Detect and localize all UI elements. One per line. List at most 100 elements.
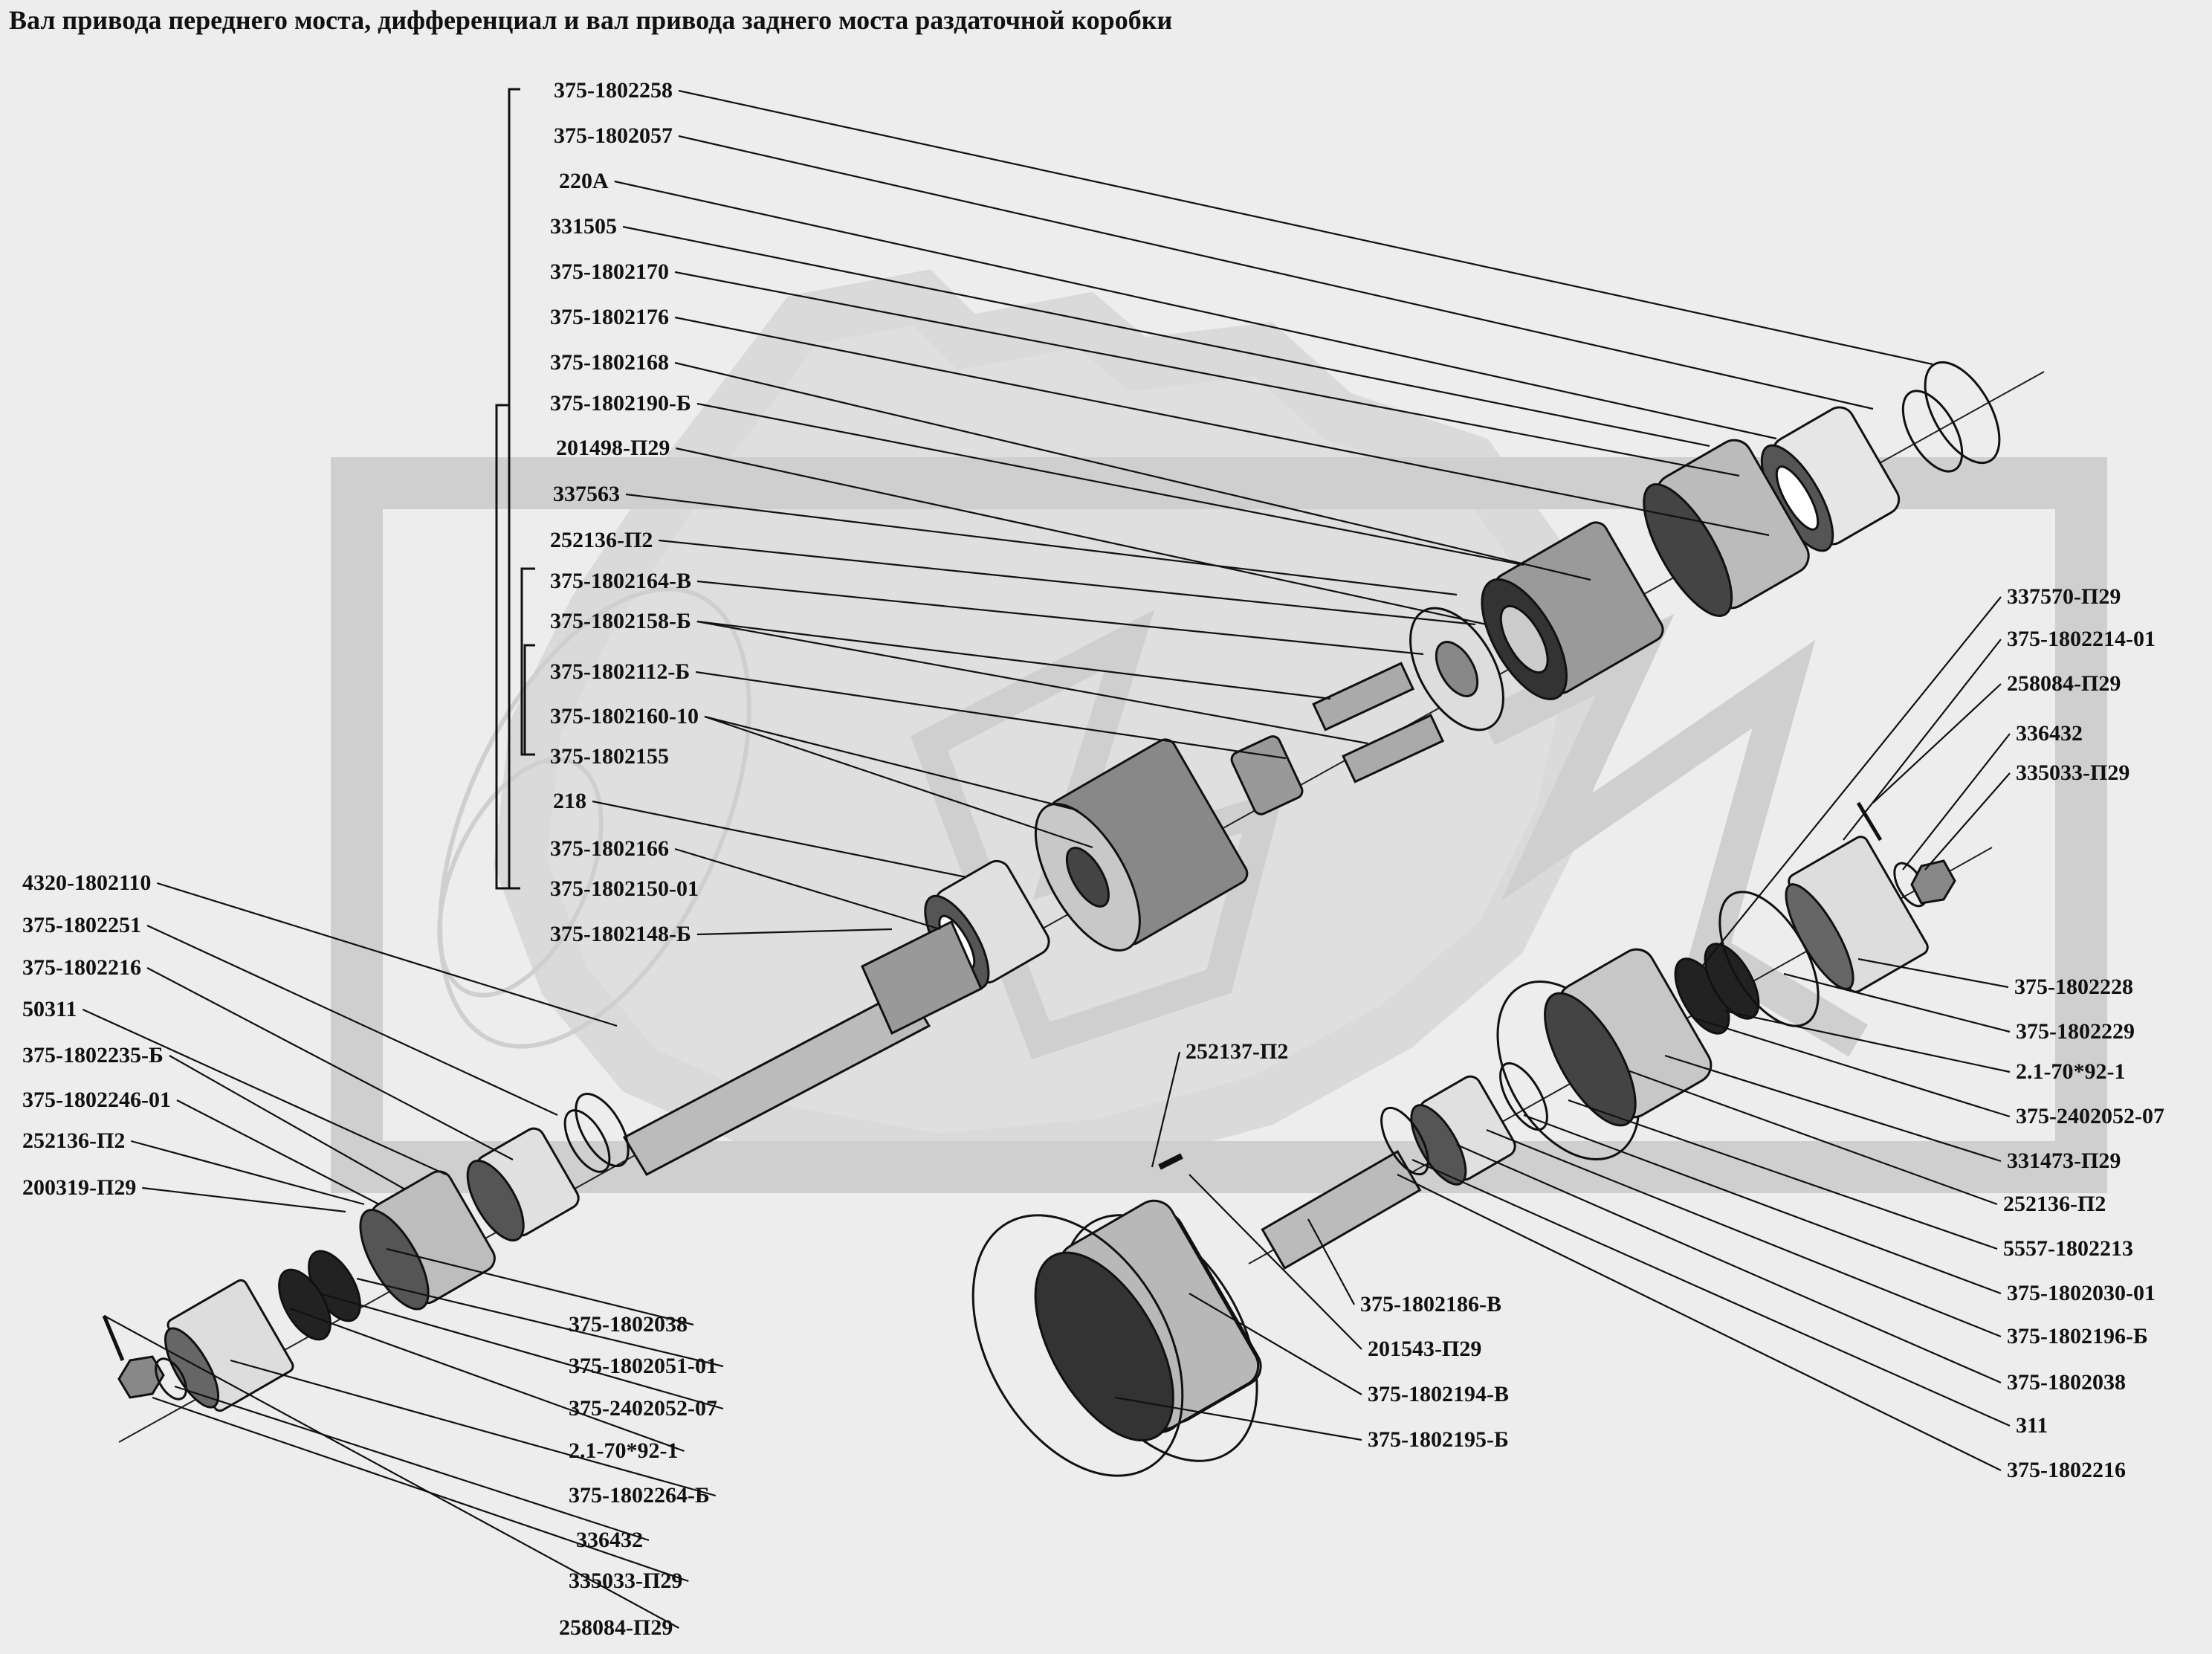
part-label: 375-2402052-07 — [569, 1396, 717, 1421]
parts — [102, 361, 2001, 1477]
leader-line — [1924, 772, 2011, 870]
leader-line — [1456, 1143, 2002, 1384]
bearing-cap-part — [1034, 1199, 1260, 1442]
leader-line — [1189, 1293, 1362, 1395]
rear-flange-part — [1785, 836, 1929, 993]
part-label: 375-1802186-В — [1360, 1292, 1501, 1317]
leader-line — [146, 967, 514, 1160]
ring-gear-part — [1481, 521, 1664, 700]
part-label: 337570-П29 — [2007, 584, 2121, 609]
flange-part — [164, 1279, 294, 1412]
leader-line — [696, 620, 1368, 745]
part-label: 258084-П29 — [2007, 671, 2121, 696]
snap-ring-part — [1901, 390, 1964, 473]
leader-line — [157, 882, 618, 1027]
part-label: 375-1802228 — [2014, 975, 2133, 999]
part-label: 331505 — [550, 214, 617, 239]
washer-part — [155, 1357, 187, 1401]
part-label: 201543-П29 — [1368, 1337, 1482, 1361]
part-label: 375-1802051-01 — [569, 1354, 717, 1378]
leader-line — [169, 1055, 406, 1190]
part-label: 220А — [559, 169, 609, 193]
part-label: 375-1802112-Б — [550, 659, 691, 684]
leader-line — [592, 800, 967, 879]
leader-line — [704, 715, 1093, 849]
leader-line — [622, 225, 1710, 448]
leader-line — [625, 493, 1458, 596]
part-label: 375-1802158-Б — [550, 609, 691, 633]
part-label: 375-1802235-Б — [22, 1043, 164, 1067]
part-label: 335033-П29 — [2016, 760, 2130, 785]
part-label: 200319-П29 — [22, 1175, 137, 1200]
part-label: 5557-1802213 — [2003, 1236, 2133, 1261]
part-label: 311 — [2016, 1413, 2048, 1438]
part-label: 335033-П29 — [569, 1569, 683, 1593]
leader-line — [1857, 957, 2009, 989]
part-label: 252136-П2 — [22, 1128, 126, 1153]
part-label: 336432 — [576, 1528, 643, 1552]
leader-line — [174, 1385, 650, 1542]
part-label: 375-1802166 — [550, 836, 669, 861]
leader-line — [142, 1186, 346, 1213]
pinion-shaft-part — [1342, 714, 1445, 784]
cotter-pin-part — [1856, 801, 1883, 841]
leader-line — [676, 447, 1487, 626]
nut-part — [1910, 859, 1956, 905]
part-label: 375-1802216 — [2007, 1458, 2126, 1482]
part-label: 336432 — [2016, 721, 2083, 746]
part-label: 375-1802057 — [554, 123, 673, 148]
part-label: 375-1802216 — [22, 955, 141, 980]
leader-line — [356, 1277, 724, 1368]
snap-ring-part — [1924, 361, 2001, 465]
part-label: 2.1-70*92-1 — [2016, 1059, 2126, 1084]
part-label: 258084-П29 — [559, 1615, 673, 1640]
bearing-part — [1760, 406, 1901, 552]
part-label: 375-1802264-Б — [569, 1483, 710, 1508]
leader-lines — [82, 89, 2011, 1629]
part-label: 375-1802195-Б — [1368, 1427, 1509, 1452]
leader-line — [82, 1008, 447, 1176]
leader-line — [674, 361, 1591, 581]
leader-line — [1307, 1218, 1355, 1305]
leader-line — [1701, 596, 2002, 967]
part-label: 218 — [553, 789, 586, 813]
leader-line — [1724, 1009, 2011, 1073]
leader-line — [1872, 683, 2002, 804]
part-label: 201498-П29 — [556, 436, 670, 460]
part-label: 375-1802194-В — [1368, 1382, 1509, 1406]
oil-seal-part — [278, 1268, 332, 1341]
part-label: 252136-П2 — [550, 528, 653, 552]
leader-line — [696, 580, 1424, 656]
leader-line — [1486, 1128, 2002, 1338]
leader-line — [1843, 639, 2002, 841]
part-label: 375-1802164-В — [550, 569, 691, 593]
leader-line — [131, 1140, 365, 1206]
part-label: 337563 — [553, 482, 620, 506]
leader-line — [146, 925, 558, 1116]
snap-ring-part — [1499, 1062, 1548, 1131]
part-label: 252137-П2 — [1186, 1039, 1289, 1064]
label-bracket — [495, 88, 535, 890]
leader-line — [1783, 972, 2011, 1033]
satellite-gear-part — [1230, 735, 1304, 815]
part-label: 375-1802258 — [554, 78, 673, 103]
leader-line — [674, 316, 1770, 537]
leader-line — [103, 1315, 679, 1629]
leader-line — [696, 671, 1287, 760]
leader-line — [704, 715, 1078, 812]
part-label: 375-1802246-01 — [22, 1088, 171, 1112]
leader-line — [614, 180, 1777, 440]
leader-line — [152, 1396, 689, 1583]
part-label: 375-1802038 — [569, 1312, 688, 1337]
leader-line — [1411, 1158, 2011, 1427]
part-label: 252136-П2 — [2003, 1192, 2106, 1216]
part-label: 375-1802148-Б — [550, 922, 691, 946]
leader-line — [674, 847, 941, 931]
seal-ring-part — [575, 1092, 630, 1168]
leader-line — [696, 620, 1331, 700]
leader-line — [1664, 1054, 2002, 1163]
leader-line — [659, 539, 1476, 626]
cotter-pin-part — [102, 1315, 125, 1361]
part-label: 50311 — [22, 997, 77, 1021]
